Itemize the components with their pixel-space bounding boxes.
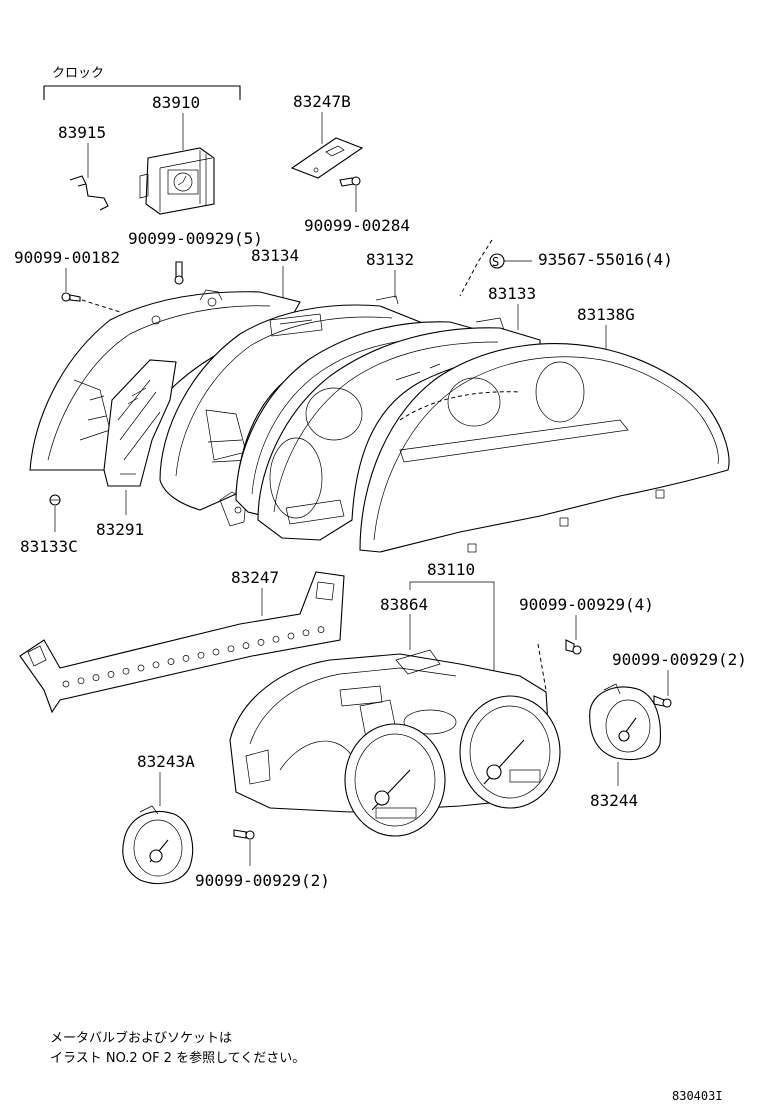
label-83244: 83244 (590, 791, 638, 810)
label-83132: 83132 (366, 250, 414, 269)
clock-group-label: クロック (52, 66, 104, 81)
lens-83133 (257, 317, 541, 541)
svg-text:S: S (492, 255, 499, 269)
reinforcement-hole (107, 671, 115, 678)
label-83133: 83133 (488, 284, 536, 303)
label-83247B: 83247B (293, 92, 351, 111)
label-83247: 83247 (231, 568, 279, 587)
label-90099-00284: 90099-00284 (304, 216, 410, 235)
screw-90099-00929-2-bottom (233, 829, 255, 840)
reinforcement-hole (212, 648, 220, 656)
note-line-2: イラスト NO.2 OF 2 を参照してください。 (50, 1050, 305, 1066)
label-90099-00929-4: 90099-00929(4) (519, 595, 654, 614)
note-line-1: メータバルブおよびソケットは (50, 1030, 232, 1046)
label-83110: 83110 (427, 560, 475, 579)
reinforcement-hole (197, 651, 205, 659)
screw-90099-00929-2-right (653, 695, 672, 708)
label-93567-55016: 93567-55016(4) (538, 250, 673, 269)
screw-90099-00182 (61, 292, 81, 302)
s-marker: S (489, 253, 505, 269)
screw-90099-00284 (339, 176, 361, 187)
label-90099-00182: 90099-00182 (14, 248, 120, 267)
plate-83247B (290, 137, 364, 179)
label-83291: 83291 (96, 520, 144, 539)
gauge-83244 (589, 683, 661, 761)
gauge-83243A (122, 805, 194, 884)
label-90099-00929-5: 90099-00929(5) (128, 229, 263, 248)
label-83138G: 83138G (577, 305, 635, 324)
label-90099-00929-2-right: 90099-00929(2) (612, 650, 747, 669)
glass-cover-83138G (359, 343, 730, 553)
printed-circuit-83291 (103, 359, 177, 487)
reinforcement-hole (77, 677, 85, 685)
combination-meter-83110 (229, 649, 561, 837)
reinforcement-hole (152, 661, 160, 669)
screw-90099-00929-5 (174, 261, 184, 285)
reinforcement-hole (92, 674, 100, 681)
reinforcement-hole (257, 639, 265, 646)
reinforcement-hole (317, 626, 325, 633)
label-83243A: 83243A (137, 752, 195, 771)
clock-unit (139, 147, 215, 215)
reinforcement-hole (62, 680, 70, 688)
label-83864: 83864 (380, 595, 428, 614)
label-90099-00929-2-bottom: 90099-00929(2) (195, 871, 330, 890)
clock-group-bracket: クロック (43, 66, 241, 100)
clock-bracket-part (69, 175, 109, 211)
reinforcement-hole (182, 655, 190, 662)
reinforcement-hole (137, 664, 145, 672)
reinforcement-hole (302, 629, 310, 637)
reinforcement-hole (227, 645, 235, 653)
label-83910: 83910 (152, 93, 200, 112)
label-83915: 83915 (58, 123, 106, 142)
label-83134: 83134 (251, 246, 299, 265)
reinforcement-83247 (19, 571, 345, 714)
screw-90099-00929-4 (565, 639, 582, 655)
reinforcement-hole (272, 635, 280, 643)
reinforcement-hole (122, 667, 130, 675)
reinforcement-hole (242, 642, 250, 649)
clip-83133C (49, 494, 61, 506)
reinforcement-hole (287, 632, 295, 640)
figure-id: 830403I (672, 1089, 723, 1103)
label-83133C: 83133C (20, 537, 78, 556)
reinforcement-hole (167, 658, 175, 665)
